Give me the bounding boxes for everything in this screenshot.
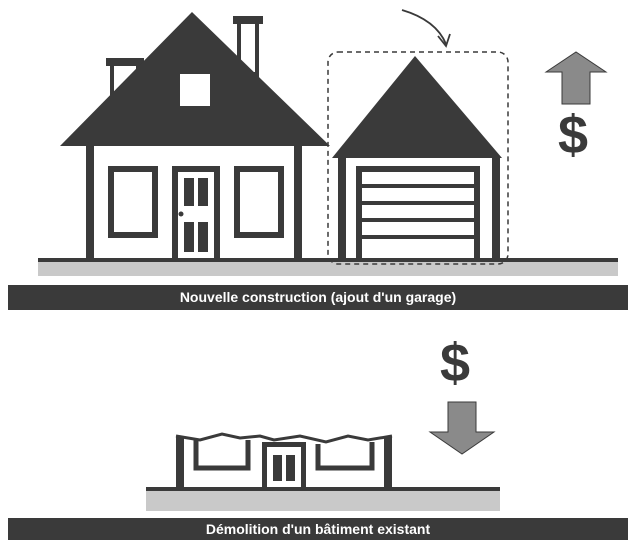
ground-bottom bbox=[146, 487, 500, 511]
caption-new-construction: Nouvelle construction (ajout d'un garage… bbox=[8, 285, 628, 310]
demolished-building-icon bbox=[175, 432, 393, 487]
house-icon bbox=[60, 12, 330, 258]
up-arrow-icon bbox=[544, 51, 608, 105]
garage-highlight-outline bbox=[327, 51, 509, 265]
cost-increase-dollar-sign: $ bbox=[558, 105, 589, 165]
curved-arrow-icon bbox=[401, 9, 451, 48]
down-arrow-icon bbox=[428, 401, 496, 455]
garage-icon bbox=[332, 56, 502, 258]
cost-decrease-dollar-sign: $ bbox=[440, 333, 471, 393]
ground-top bbox=[38, 258, 618, 276]
caption-demolition: Démolition d'un bâtiment existant bbox=[8, 518, 628, 540]
